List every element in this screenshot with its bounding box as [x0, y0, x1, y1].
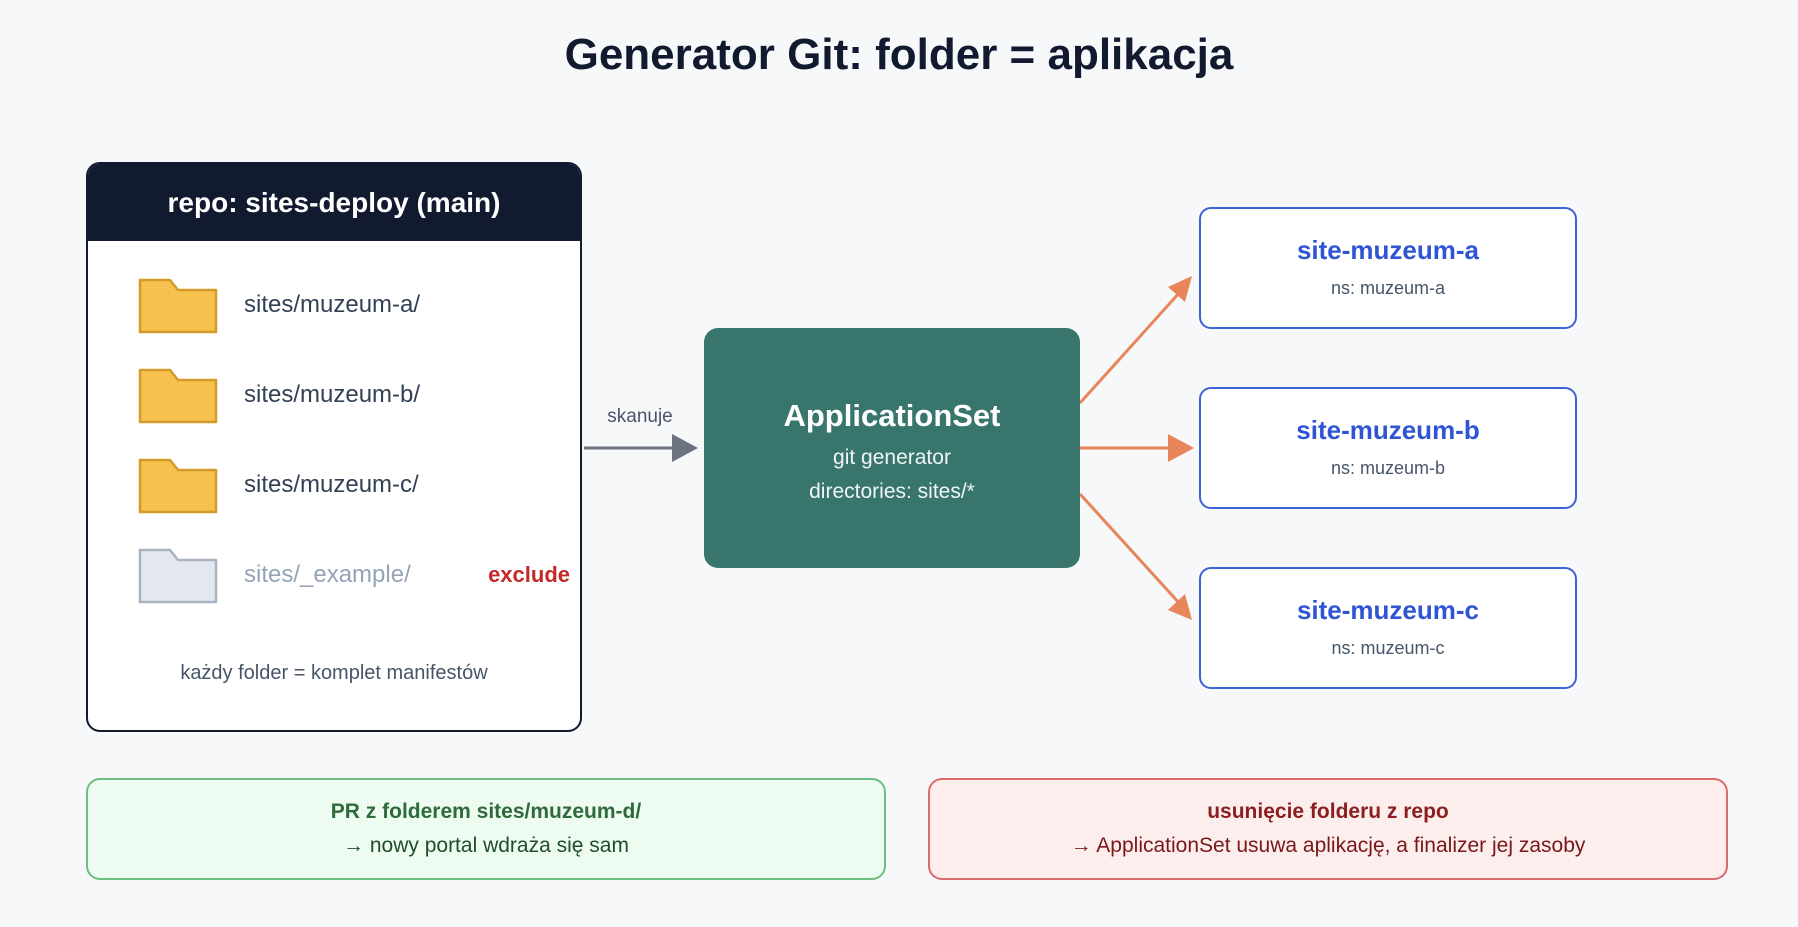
remove-folder-note-text: → ApplicationSet usuwa aplikację, a fina… [1070, 834, 1586, 857]
applicationset-generator: git generator [833, 446, 951, 469]
scan-label: skanuje [607, 406, 673, 427]
folder-row-muzeum-a: sites/muzeum-a/ [88, 276, 580, 336]
applicationset-box: ApplicationSet git generator directories… [704, 328, 1080, 568]
site-namespace: ns: muzeum-a [1330, 278, 1446, 298]
site-namespace: ns: muzeum-c [1331, 638, 1445, 658]
site-name: site-muzeum-a [1296, 235, 1480, 265]
remove-folder-note: usunięcie folderu z repo → ApplicationSe… [928, 778, 1728, 880]
folder-label: sites/_example/ [244, 561, 411, 588]
folder-icon [138, 278, 218, 334]
folder-excluded-icon [138, 548, 218, 604]
site-namespace: ns: muzeum-b [1330, 458, 1446, 478]
output-arrow-c [1078, 492, 1192, 620]
repo-panel: repo: sites-deploy (main) sites/muzeum-a… [86, 162, 582, 732]
remove-folder-note-title: usunięcie folderu z repo [1207, 800, 1449, 823]
folder-label: sites/muzeum-b/ [244, 381, 421, 408]
exclude-tag: exclude [488, 562, 570, 587]
folder-icon [138, 458, 218, 514]
diagram-title: Generator Git: folder = aplikacja [564, 30, 1234, 79]
scan-arrow [584, 434, 698, 462]
applicationset-directories: directories: sites/* [809, 480, 975, 503]
add-folder-note-text: → nowy portal wdraża się sam [343, 834, 629, 857]
applicationset-title: ApplicationSet [783, 398, 1001, 433]
site-name: site-muzeum-c [1296, 595, 1480, 625]
folder-label: sites/muzeum-a/ [244, 291, 421, 318]
add-folder-note-title: PR z folderem sites/muzeum-d/ [330, 800, 642, 823]
folder-row-example: sites/_example/ exclude [88, 546, 580, 606]
repo-note: każdy folder = komplet manifestów [180, 662, 488, 684]
add-folder-note: PR z folderem sites/muzeum-d/ → nowy por… [86, 778, 886, 880]
site-box-muzeum-c: site-muzeum-c ns: muzeum-c [1199, 567, 1577, 689]
folder-row-muzeum-b: sites/muzeum-b/ [88, 366, 580, 426]
output-arrow-b [1080, 434, 1194, 462]
folder-label: sites/muzeum-c/ [244, 471, 419, 498]
output-arrow-a [1078, 276, 1192, 405]
repo-header: repo: sites-deploy (main) [88, 164, 580, 241]
folder-icon [138, 368, 218, 424]
site-box-muzeum-b: site-muzeum-b ns: muzeum-b [1199, 387, 1577, 509]
folder-row-muzeum-c: sites/muzeum-c/ [88, 456, 580, 516]
site-name: site-muzeum-b [1296, 415, 1480, 445]
site-box-muzeum-a: site-muzeum-a ns: muzeum-a [1199, 207, 1577, 329]
